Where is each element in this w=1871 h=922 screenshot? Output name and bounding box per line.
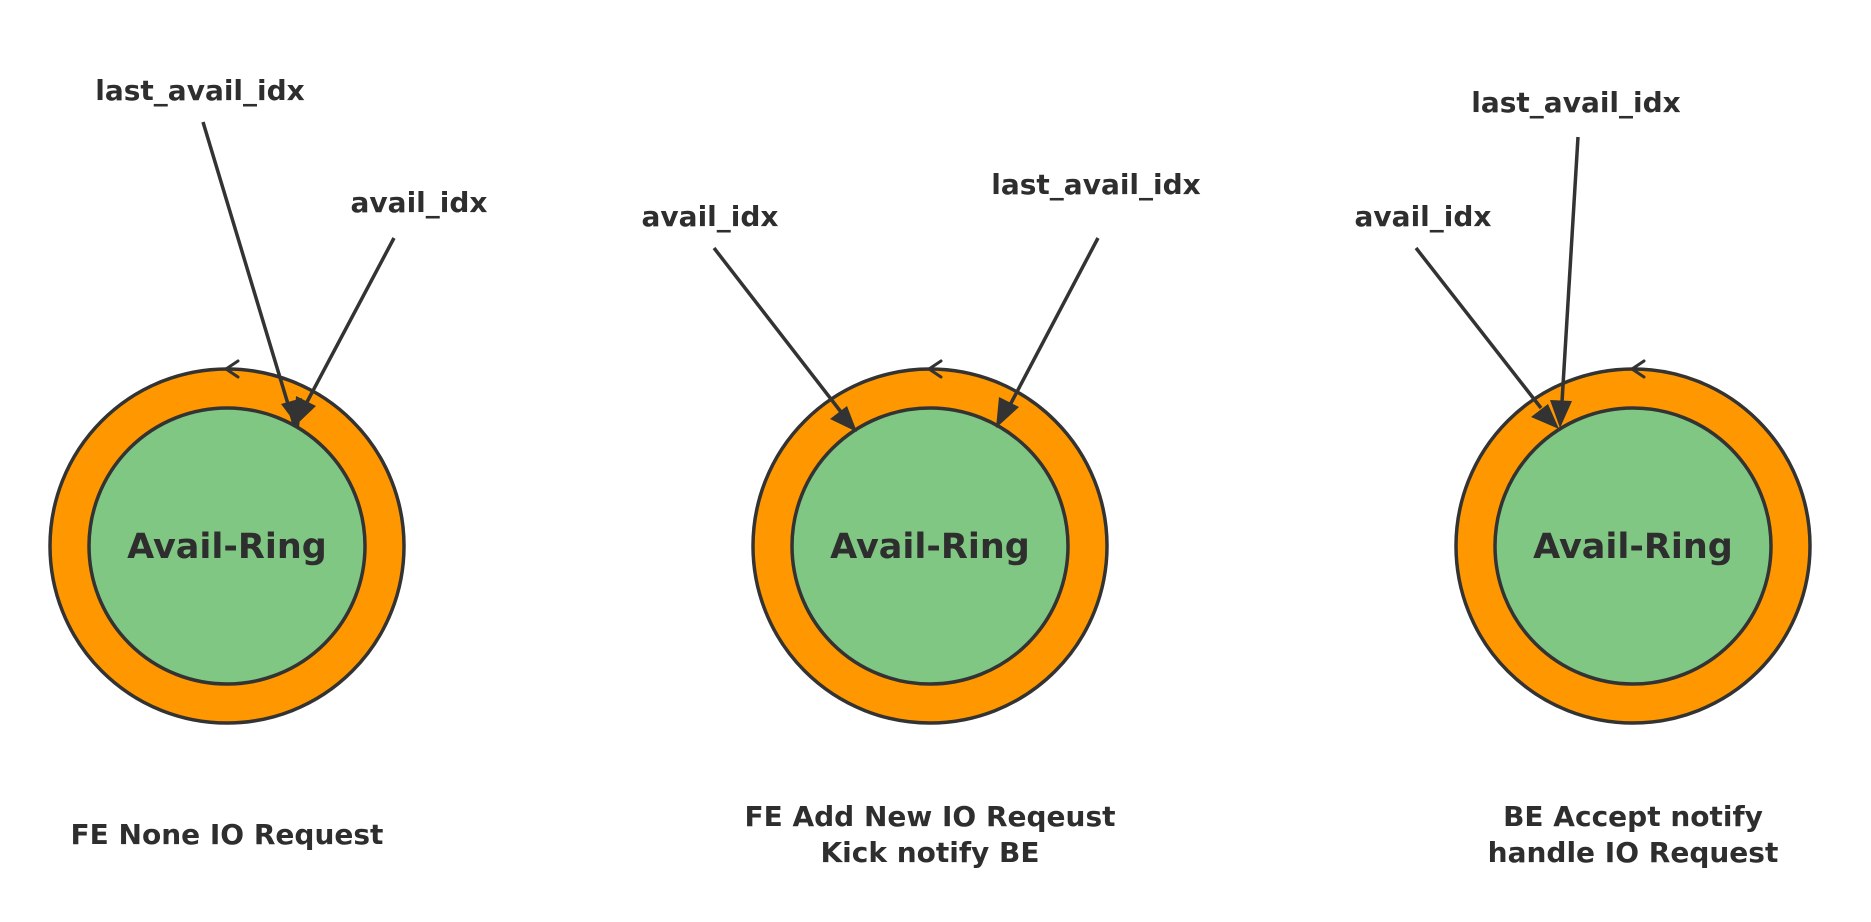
ring-label: Avail-Ring — [127, 527, 327, 567]
pointer-label-avail-idx: avail_idx — [1355, 200, 1492, 233]
avail-ring-inner — [87, 406, 367, 686]
pointer-label-last-avail-idx: last_avail_idx — [95, 74, 304, 107]
arrow-head — [1550, 400, 1572, 428]
pointer-label-avail-idx: avail_idx — [351, 186, 488, 219]
caption-line-1: BE Accept notify — [1503, 800, 1763, 833]
pointer-label-last-avail-idx: last_avail_idx — [991, 168, 1200, 201]
caption-line-1: FE None IO Request — [71, 818, 384, 851]
arrow-head — [294, 396, 316, 427]
pointer-label-avail-idx: avail_idx — [642, 200, 779, 233]
arrow-head — [830, 406, 857, 432]
pointer-arrow-last-avail-idx — [1560, 136, 1580, 403]
caption-line-2: handle IO Request — [1488, 836, 1779, 869]
arrow-head — [996, 397, 1019, 428]
arrow-head — [1531, 404, 1559, 429]
caption-line-1: FE Add New IO Reqeust — [744, 800, 1115, 833]
pointer-arrow-last-avail-idx — [1008, 237, 1100, 406]
ring-direction-chevron — [224, 359, 240, 379]
pointer-label-last-avail-idx: last_avail_idx — [1471, 86, 1680, 119]
ring-label: Avail-Ring — [1533, 527, 1733, 567]
caption-line-2: Kick notify BE — [820, 836, 1039, 869]
diagram-state-3: Avail-Ring last_avail_idx avail_idx BE A… — [1355, 86, 1812, 869]
diagram-state-2: Avail-Ring avail_idx last_avail_idx FE A… — [642, 168, 1201, 869]
pointer-arrow-avail-idx — [1414, 246, 1543, 410]
ring-direction-chevron — [1630, 359, 1646, 379]
avail-ring-inner — [1493, 406, 1773, 686]
avail-ring-inner — [790, 406, 1070, 686]
ring-direction-chevron — [927, 359, 943, 379]
pointer-arrow-last-avail-idx — [201, 121, 296, 425]
pointer-arrow-avail-idx — [305, 237, 396, 403]
pointer-arrow-avail-idx — [712, 246, 843, 414]
diagram-state-1: Avail-Ring last_avail_idx avail_idx FE N… — [48, 74, 488, 851]
ring-label: Avail-Ring — [830, 527, 1030, 567]
